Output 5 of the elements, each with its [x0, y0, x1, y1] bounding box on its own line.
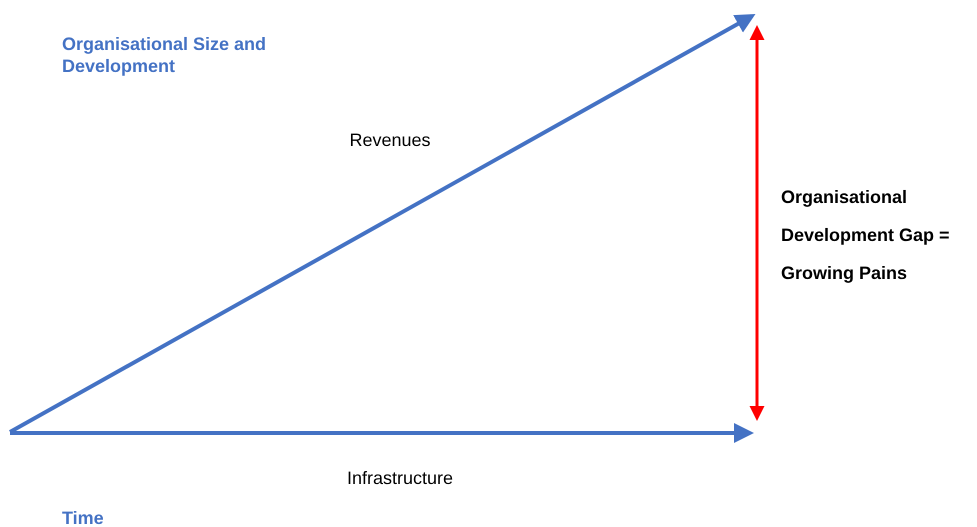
axis-label: Organisational Size and Development: [62, 33, 268, 77]
line-label: Revenues: [348, 129, 432, 151]
gap-label: Organisational Development Gap = Growing Pains: [781, 186, 951, 285]
line-label: Infrastructure: [346, 467, 454, 489]
axis-label: Time: [62, 507, 105, 527]
